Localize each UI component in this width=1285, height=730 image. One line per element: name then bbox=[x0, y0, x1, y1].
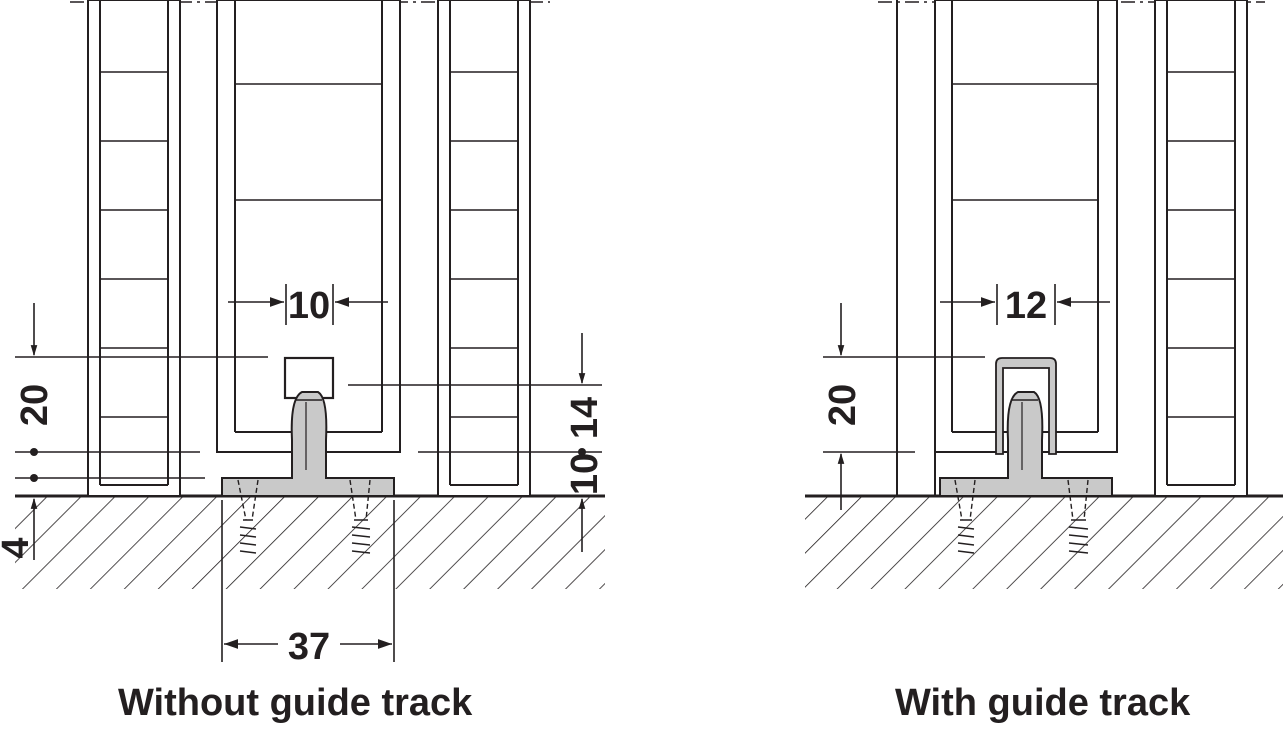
screw-right-1 bbox=[954, 479, 976, 554]
dim-right-height-top: 20 bbox=[822, 384, 864, 426]
center-door-panel bbox=[216, 0, 401, 453]
left-door-panel bbox=[87, 0, 181, 497]
floor-guide-right bbox=[939, 391, 1113, 497]
dim-left-height-top: 20 bbox=[14, 384, 56, 426]
screw-right-2 bbox=[1067, 479, 1089, 554]
screw-left-1 bbox=[237, 479, 259, 554]
dim-left-height-right-lower: 10 bbox=[564, 453, 606, 495]
center-door-panel-right bbox=[934, 0, 1118, 453]
left-view bbox=[15, 0, 605, 589]
dim-right-gap: 12 bbox=[1005, 285, 1047, 327]
dim-left-base-width: 37 bbox=[288, 626, 330, 668]
screw-left-2 bbox=[349, 479, 371, 554]
floor-guide-left bbox=[221, 391, 395, 497]
left-dimensions bbox=[15, 284, 602, 662]
right-dimensions bbox=[823, 284, 1110, 510]
right-door-panel-right bbox=[1154, 0, 1248, 497]
floor-hatch-right bbox=[805, 497, 1283, 589]
caption-with-guide-track: With guide track bbox=[895, 682, 1191, 724]
right-view bbox=[805, 0, 1283, 589]
dim-left-floor: 4 bbox=[0, 537, 37, 558]
dim-left-gap: 10 bbox=[288, 285, 330, 327]
right-door-panel bbox=[437, 0, 531, 497]
dim-left-height-right-upper: 14 bbox=[564, 397, 606, 439]
floor-hatch-left bbox=[15, 497, 605, 589]
guide-track bbox=[995, 357, 1057, 455]
caption-without-guide-track: Without guide track bbox=[118, 682, 473, 724]
